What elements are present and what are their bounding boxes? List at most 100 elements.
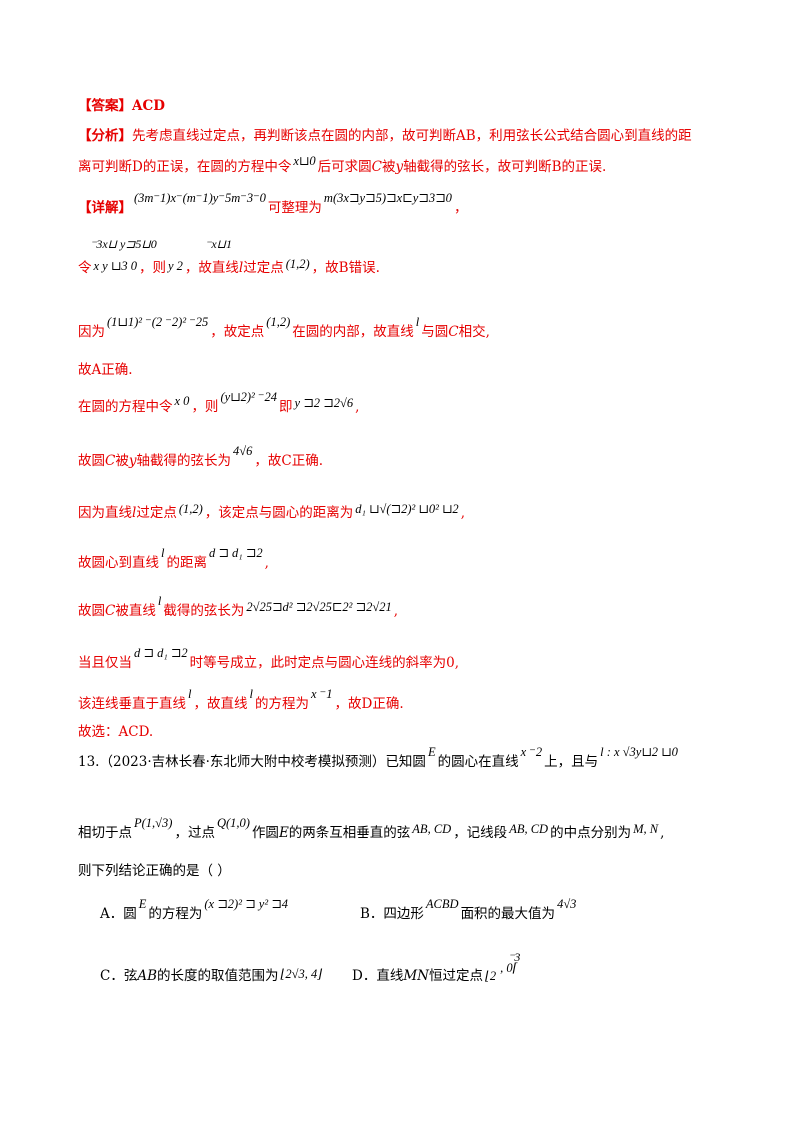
detail-text-3c: 在圆的内部，故直线 [292, 324, 414, 340]
detail-var-l-2: l [415, 315, 420, 329]
question-math-x2: x ⁻2 [520, 745, 543, 759]
option-b-math: ACBD [425, 897, 459, 911]
question-var-e: E [427, 745, 436, 759]
answer-value: ACD [132, 98, 165, 114]
detail-text-8c: , [264, 555, 269, 571]
question-text-2d: 的两条互相垂直的弦 [288, 825, 411, 841]
option-a-math: (x ⊐2)² ⊐ y² ⊐4 [204, 897, 289, 911]
detail-text-5d: , [355, 399, 360, 415]
answer-label: 【答案】 [78, 98, 132, 114]
detail-var-l-5: l [157, 594, 162, 608]
analysis-var-c: C [371, 159, 382, 175]
detail-text-1-end: ， [453, 200, 468, 216]
detail-text-6c: 轴截得的弦长为 [136, 453, 231, 469]
detail-math-chord-y: 4√6 [232, 444, 253, 458]
detail-math-x-0: x 0 [174, 394, 190, 408]
question-text-1b: 的圆心在直线 [437, 754, 519, 770]
question-midpoints-mn: M, N [633, 822, 659, 836]
detail-text-2d: 过定点 [243, 260, 284, 276]
analysis-label: 【分析】 [78, 128, 132, 144]
detail-line-6: 故圆C被y轴截得的弦长为4√6，故C正确. [78, 444, 738, 471]
option-d-math-tail: , 0⌈ [500, 961, 518, 975]
question-point-q: Q(1,0) [216, 816, 250, 830]
detail-text-7a: 因为直线 [78, 505, 132, 521]
detail-text-10a: 当且仅当 [78, 655, 132, 671]
detail-math-y-eq: (y⊔2)² ⁻24 [220, 390, 278, 404]
question-source: （2023·吉林长春·东北师大附中校考模拟预测） [99, 754, 386, 770]
detail-text-2b: ，则 [138, 260, 166, 276]
detail-line-3: 因为(1⊔1)² ⁻(2 ⁻2)² ⁻25，故定点(1,2)在圆的内部，故直线l… [78, 315, 738, 342]
question-point-p: P(1,√3) [134, 816, 173, 830]
detail-text-8a: 故圆心到直线 [78, 555, 159, 571]
detail-text-11d: ，故D正确. [334, 696, 404, 712]
question-text-2c: 作圆 [251, 825, 279, 841]
option-d[interactable]: D．直线MN恒过定点⌊2, 0⌈ [352, 961, 520, 986]
detail-text-5c: 即 [279, 399, 293, 415]
detail-var-l-7: l [249, 687, 253, 701]
option-d-fraction-bottom: ⌊2 [484, 969, 497, 983]
question-math-line-l: l : x √3y⊔2 ⊔0 [600, 745, 678, 759]
detail-line-10: 当且仅当d ⊐ d₁ ⊐2时等号成立，此时定点与圆心连线的斜率为0, [78, 646, 738, 673]
detail-var-l-3: l [132, 505, 137, 521]
detail-math-chord-l: 2√25⊐d² ⊐2√25⊏2² ⊐2√21 [246, 600, 392, 614]
detail-text-3a: 因为 [78, 324, 105, 340]
detail-text-3e: 相交, [458, 324, 490, 340]
system-2-bottom: y 2 [167, 259, 183, 273]
detail-math-d1: d₁ ⊔√(⊐2)² ⊔0² ⊔2 [355, 502, 459, 516]
detail-point-1-2: (1,2) [285, 257, 310, 271]
analysis-text-2b: 后可求圆 [317, 159, 372, 175]
detail-text-11a: 该连线垂直于直线 [78, 696, 186, 712]
analysis-text-2a: 离可判断D的正误，在圆的方程中令 [78, 159, 292, 175]
detail-line-12: 故选：ACD. [78, 724, 154, 740]
analysis-text-2d: 轴截得的弦长，故可判断B的正误. [403, 159, 607, 175]
detail-math-x-eq-1: x ⁻1 [310, 687, 333, 701]
detail-text-3b: ，故定点 [210, 324, 265, 340]
detail-var-c-2: C [105, 453, 116, 469]
detail-line-4: 故A正确. [78, 362, 133, 378]
option-c[interactable]: C．弦AB的长度的取值范围为⌊2√3, 4⌋ [100, 966, 324, 986]
option-d-fraction-top: ⁻3 [508, 950, 521, 964]
question-text-2f: 的中点分别为 [550, 825, 632, 841]
option-a-label: A．圆 [100, 906, 137, 922]
option-a-var-e: E [138, 897, 147, 911]
system-1-top: ⁻3x⊔ y⊐5⊔0 [90, 237, 157, 251]
question-chords-ab-cd: AB, CD [412, 822, 452, 836]
detail-label: 【详解】 [78, 200, 132, 216]
detail-var-y-2: y [128, 453, 137, 469]
detail-text-7b: 过定点 [136, 505, 177, 521]
option-d-label: D．直线 [352, 968, 404, 984]
option-b[interactable]: B．四边形ACBD面积的最大值为4√3 [360, 897, 578, 924]
detail-point-1-2-b: (1,2) [266, 315, 291, 329]
detail-text-6b: 被 [115, 453, 129, 469]
detail-text-5a: 在圆的方程中令 [78, 399, 173, 415]
detail-var-l-6: l [188, 687, 192, 701]
detail-text-11c: 的方程为 [254, 696, 309, 712]
question-number: 13. [78, 754, 100, 770]
detail-text-2e: ，故B错误. [311, 260, 380, 276]
analysis-var-y: y [395, 159, 404, 175]
analysis-line-1: 【分析】先考虑直线过定点，再判断该点在圆的内部，故可判断AB，利用弦长公式结合圆… [78, 126, 738, 146]
system-2: ⁻x⊔1 [205, 238, 232, 251]
detail-text-9d: , [393, 603, 399, 619]
detail-line-1: 【详解】(3m⁻1)x⁻(m⁻1)y⁻5m⁻3⁻0可整理为m(3x⊐y⊐5)⊐x… [78, 191, 738, 218]
option-c-math: ⌊2√3, 4⌋ [280, 967, 323, 981]
option-a[interactable]: A．圆E的方程为(x ⊐2)² ⊐ y² ⊐4 [100, 897, 290, 924]
detail-math-rearranged: m(3x⊐y⊐5)⊐x⊏y⊐3⊐0 [323, 191, 452, 205]
question-text-2g: , [660, 825, 665, 841]
detail-text-6a: 故圆 [78, 453, 105, 469]
option-b-label: B．四边形 [360, 906, 424, 922]
question-text-1a: 已知圆 [385, 754, 426, 770]
detail-math-d-eq: d ⊐ d₁ ⊐2 [134, 646, 188, 660]
analysis-text-2c: 被 [381, 159, 396, 175]
option-d-text: 恒过定点 [428, 968, 483, 984]
detail-text-9c: 截得的弦长为 [163, 603, 245, 619]
system-1-bottom: x y ⊔3 0 [93, 259, 137, 273]
detail-text-3d: 与圆 [421, 324, 449, 340]
detail-text-6d: ，故C正确. [254, 453, 323, 469]
analysis-math-x0: x⊔0 [293, 154, 316, 168]
